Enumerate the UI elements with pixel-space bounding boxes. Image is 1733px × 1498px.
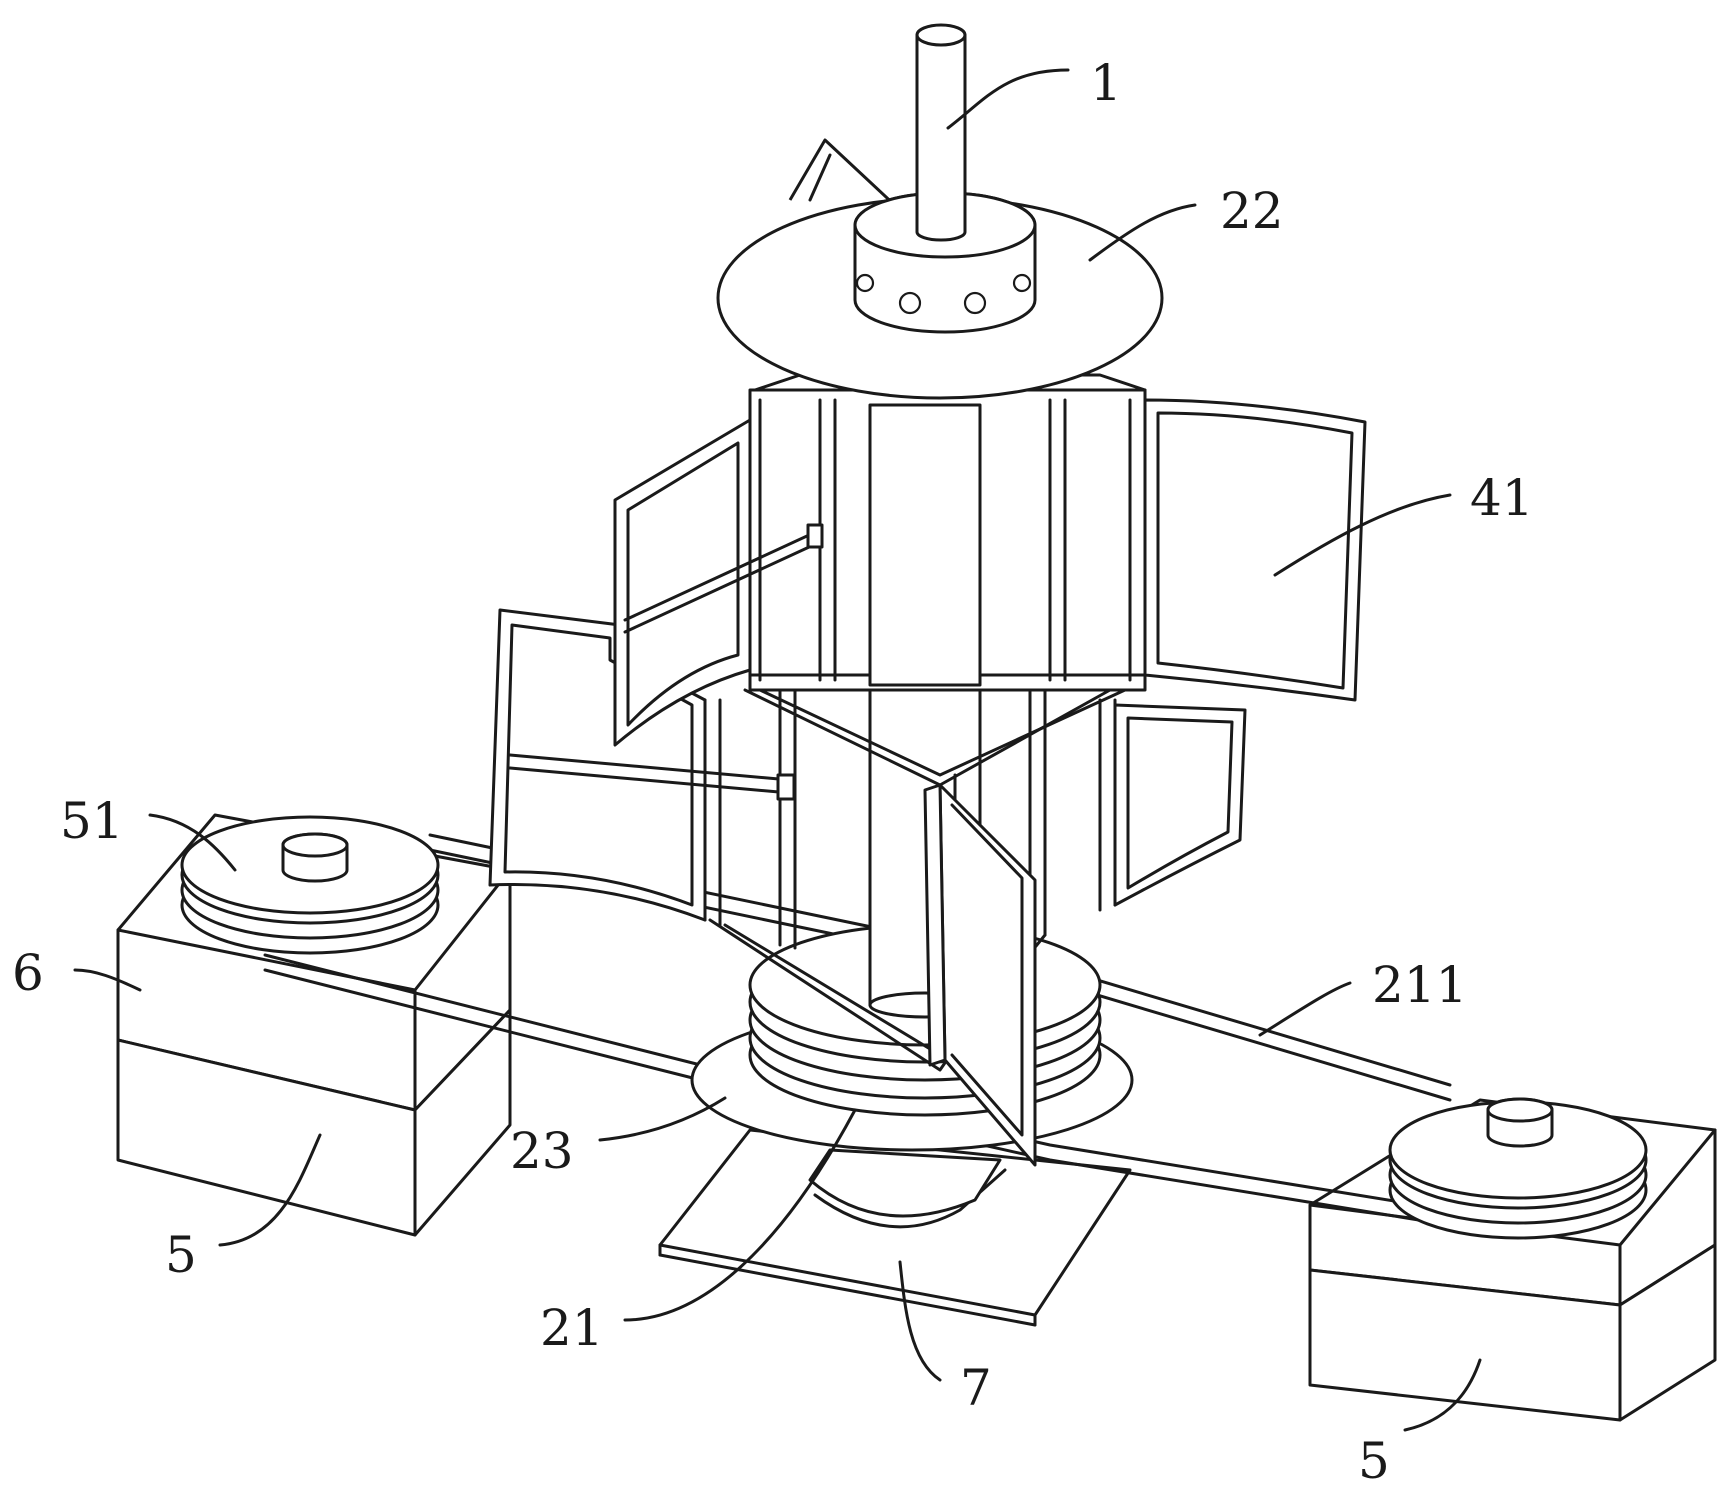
blade-left-upper — [613, 418, 824, 747]
left-pulley — [180, 815, 440, 955]
blade-right-lower — [1113, 703, 1247, 907]
leader-lines — [73, 68, 1482, 1432]
label-left-pulley: 51 — [60, 792, 124, 850]
label-belt: 211 — [1372, 956, 1467, 1014]
label-top-disc: 22 — [1220, 182, 1284, 240]
shaft — [915, 23, 967, 242]
labels: 1 22 41 51 6 211 23 5 21 7 5 — [12, 54, 1534, 1490]
label-left-base-block: 5 — [165, 1226, 197, 1284]
blade-front-lower — [923, 783, 1037, 1167]
label-center-pulley: 21 — [540, 1299, 604, 1357]
label-left-upper-block: 6 — [12, 944, 44, 1002]
label-base-plate: 7 — [960, 1359, 992, 1417]
label-right-base-block: 5 — [1358, 1432, 1390, 1490]
blade-right-upper — [1128, 398, 1367, 702]
right-pulley — [1388, 1097, 1648, 1240]
label-lower-disc: 23 — [510, 1122, 574, 1180]
label-shaft: 1 — [1090, 54, 1122, 112]
top-disc — [716, 138, 1164, 400]
label-blade: 41 — [1470, 469, 1534, 527]
base-plate — [658, 1128, 1132, 1327]
